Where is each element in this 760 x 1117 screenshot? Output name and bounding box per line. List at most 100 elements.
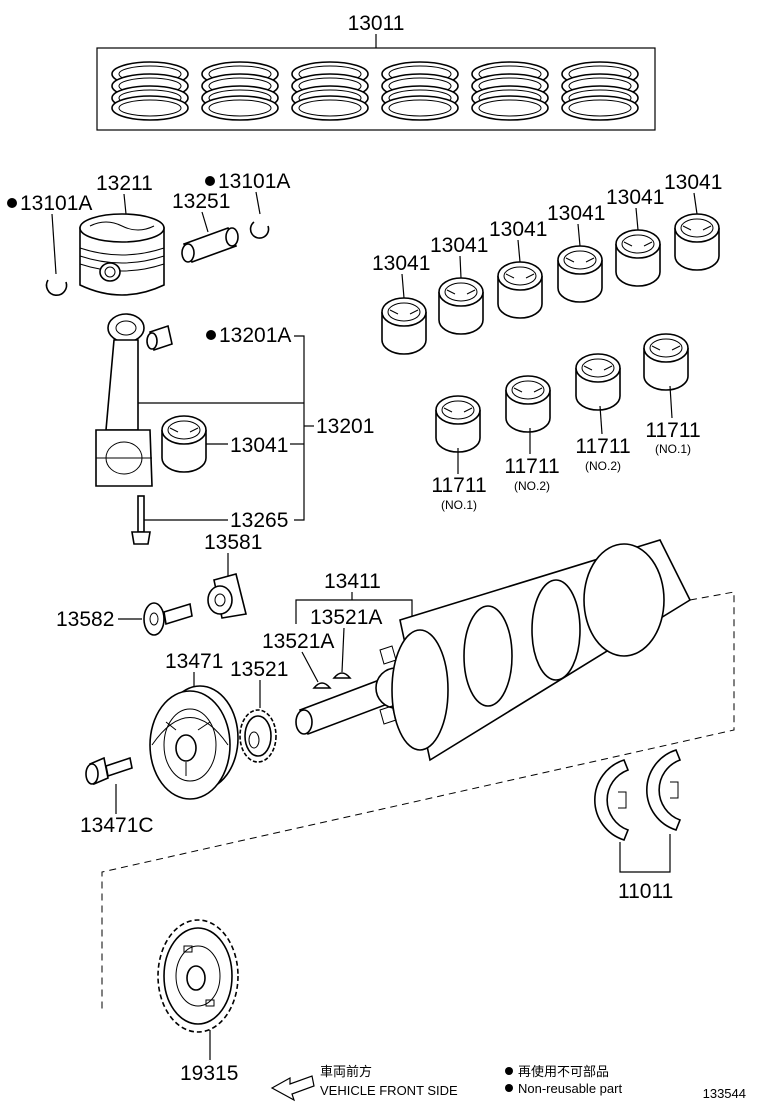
callout-main-bearing-b: 11711 xyxy=(504,455,559,478)
callout-crankshaft: 13411 xyxy=(324,570,381,593)
conrod-bearing-icon xyxy=(161,415,207,473)
leader-line xyxy=(517,239,521,263)
piston-ring-group xyxy=(111,61,639,121)
crank-bearing-icon xyxy=(497,261,543,319)
main-bearing-icon xyxy=(575,353,621,411)
bracket-line xyxy=(295,599,413,624)
callout-crank-pulley: 13471 xyxy=(165,650,223,673)
callout-piston-ring-set: 13011 xyxy=(348,12,405,35)
callout-crank-bearing-6: 13041 xyxy=(664,171,722,194)
leader-line xyxy=(341,627,345,673)
callout-snap-ring-left: 13101A xyxy=(20,192,92,215)
figure-id: 133544 xyxy=(703,1086,746,1101)
sprocket-icon xyxy=(157,919,239,1033)
callout-connecting-rod: 13201 xyxy=(316,415,374,438)
thrust-washer-icon xyxy=(594,759,629,841)
conrod-bushing-icon xyxy=(146,324,173,352)
main-bearing-a-note: (NO.1) xyxy=(441,498,477,512)
piston-ring-icon xyxy=(201,61,279,121)
pulley-bolt-icon xyxy=(85,756,133,786)
piston-ring-icon xyxy=(561,61,639,121)
callout-key-a: 13521A xyxy=(310,606,382,629)
non-reusable-dot-icon xyxy=(505,1084,513,1092)
leader-line xyxy=(301,651,319,683)
crank-bearing-icon xyxy=(674,213,720,271)
crank-bearing-icon xyxy=(381,297,427,355)
leader-line xyxy=(693,192,698,215)
callout-crank-bearing-3: 13041 xyxy=(489,218,547,241)
leader-line xyxy=(401,273,405,299)
bracket-line xyxy=(619,834,671,873)
legend-nonreuse-en: Non-reusable part xyxy=(518,1081,622,1096)
crank-bearing-icon xyxy=(438,277,484,335)
callout-main-bearing-a: 11711 xyxy=(431,474,486,497)
conrod-bolt-icon xyxy=(131,495,151,545)
key-icon xyxy=(332,672,352,679)
leader-line xyxy=(577,223,581,247)
callout-crank-bearing-4: 13041 xyxy=(547,202,605,225)
piston-ring-icon xyxy=(471,61,549,121)
leader-line xyxy=(669,385,673,419)
leader-line xyxy=(51,213,57,275)
callout-pulley-spacer: 13581 xyxy=(204,531,262,554)
callout-key-b: 13521A xyxy=(262,630,334,653)
leader-line xyxy=(599,405,603,435)
non-reusable-dot-icon xyxy=(205,176,215,186)
non-reusable-dot-icon xyxy=(505,1067,513,1075)
key-icon xyxy=(312,682,332,689)
main-bearing-icon xyxy=(435,395,481,453)
callout-main-bearing-d: 11711 xyxy=(645,419,700,442)
main-bearing-icon xyxy=(643,333,689,391)
snap-ring-icon xyxy=(45,279,68,296)
crank-bearing-icon xyxy=(557,245,603,303)
callout-crank-bearing-1: 13041 xyxy=(372,252,430,275)
callout-pulley-bolt-washer: 13582 xyxy=(56,608,114,631)
crank-bearing-icon xyxy=(615,229,661,287)
callout-crank-bearing-5: 13041 xyxy=(606,186,664,209)
non-reusable-dot-icon xyxy=(7,198,17,208)
callout-conrod-bearing: 13041 xyxy=(230,434,288,457)
callout-main-bearing-c: 11711 xyxy=(575,435,630,458)
piston-ring-icon xyxy=(291,61,369,121)
callout-thrust-washer: 11011 xyxy=(618,880,673,903)
main-bearing-b-note: (NO.2) xyxy=(514,479,550,493)
legend-nonreuse-jp: 再使用不可部品 xyxy=(518,1064,609,1079)
snap-ring-icon xyxy=(249,221,270,239)
bracket-line xyxy=(294,335,305,521)
callout-sprocket: 19315 xyxy=(180,1062,238,1085)
thrust-washer-icon xyxy=(646,749,681,831)
pulley-spacer-icon xyxy=(207,573,247,619)
callout-conrod-bushing: 13201A xyxy=(219,324,291,347)
main-bearing-d-note: (NO.1) xyxy=(655,442,691,456)
front-arrow-icon xyxy=(270,1075,315,1102)
legend-front-jp: 車両前方 xyxy=(320,1064,372,1079)
callout-pulley-bolt: 13471C xyxy=(80,814,154,837)
leader-line xyxy=(255,191,261,215)
piston-pin-icon xyxy=(181,226,239,264)
bolt-washer-icon xyxy=(143,602,193,636)
main-bearing-c-note: (NO.2) xyxy=(585,459,621,473)
crank-pulley-icon xyxy=(149,685,239,800)
connecting-rod-icon xyxy=(95,313,153,487)
main-bearing-icon xyxy=(505,375,551,433)
piston-icon xyxy=(79,213,165,296)
piston-ring-icon xyxy=(111,61,189,121)
callout-crank-bearing-2: 13041 xyxy=(430,234,488,257)
legend-front-en: VEHICLE FRONT SIDE xyxy=(320,1083,458,1098)
leader-line xyxy=(635,207,639,231)
callout-timing-gear: 13521 xyxy=(230,658,288,681)
callout-snap-ring-right: 13101A xyxy=(218,170,290,193)
piston-ring-icon xyxy=(381,61,459,121)
callout-conrod-bolt: 13265 xyxy=(230,509,288,532)
leader-line xyxy=(201,211,209,233)
ring-set-frame xyxy=(96,47,656,131)
timing-gear-icon xyxy=(239,709,277,763)
leader-line xyxy=(459,255,462,279)
callout-piston-pin: 13251 xyxy=(172,190,230,213)
crankshaft-icon xyxy=(295,539,692,762)
non-reusable-dot-icon xyxy=(206,330,216,340)
assembly-boundary xyxy=(101,591,735,1010)
leader-line xyxy=(123,193,127,215)
